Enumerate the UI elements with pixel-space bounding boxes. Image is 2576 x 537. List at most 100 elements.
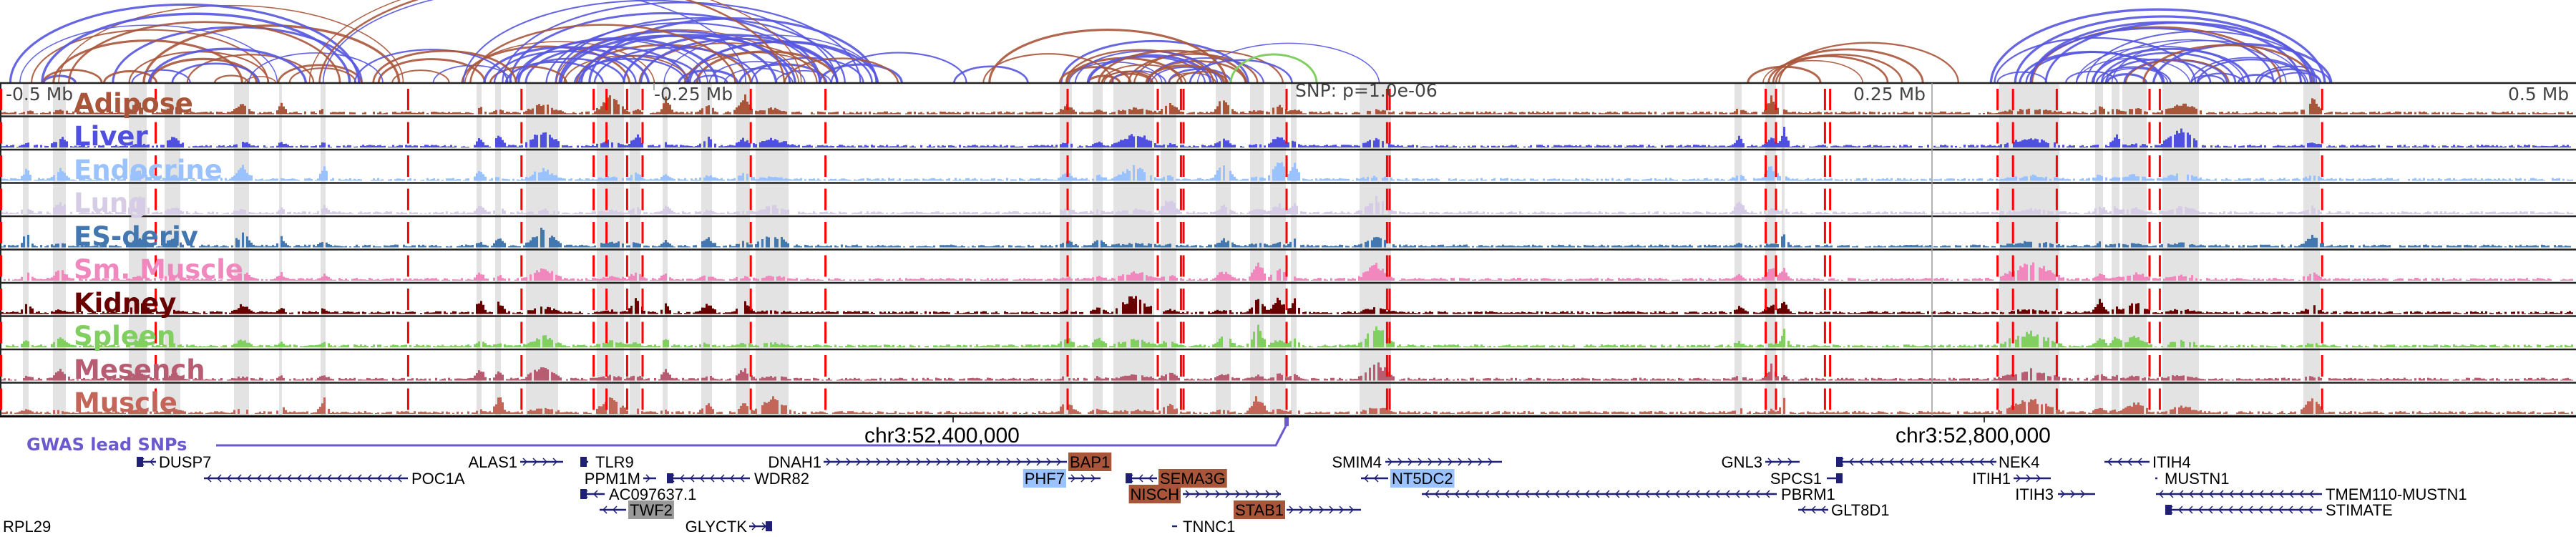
- exon-block: [580, 457, 587, 467]
- gene-label: TNNC1: [1183, 518, 1235, 536]
- gene-stimate: STIMATE: [2165, 501, 2393, 519]
- gene-itih4: ITIH4: [2104, 453, 2191, 471]
- track-label-adipose: Adipose: [74, 88, 193, 119]
- gene-highlight-box: [1068, 453, 1112, 471]
- exon-block: [766, 521, 772, 531]
- gene-tlr9: TLR9: [580, 453, 634, 471]
- track-label-lung: Lung: [74, 188, 147, 218]
- loop-arc: [2065, 70, 2118, 84]
- loop-arc: [555, 16, 846, 84]
- track-label-sm-muscle: Sm. Muscle: [74, 254, 243, 285]
- strand-reverse-icon: [206, 474, 402, 483]
- strand-forward-icon: [826, 458, 1062, 466]
- loop-arc: [580, 34, 796, 84]
- chromatin-loop-arcs: [9, 0, 2333, 84]
- gene-highlight-box: [1233, 500, 1285, 519]
- loop-arc: [112, 26, 363, 84]
- gene-highlight-box: [628, 500, 674, 519]
- loop-arc: [1989, 8, 2326, 84]
- gene-tnnc1: TNNC1: [1172, 518, 1235, 536]
- gene-highlight-box: [1023, 469, 1066, 488]
- loop-arc: [58, 4, 404, 84]
- loop-arc: [103, 70, 158, 84]
- axis-tick-label: -0.5 Mb: [6, 84, 73, 105]
- strand-forward-icon: [1185, 490, 1281, 498]
- gene-highlight-box: [1128, 485, 1181, 503]
- track-label-es-deriv: ES-deriv: [74, 221, 198, 252]
- loop-arc: [953, 65, 1029, 84]
- axis-tick-label: 0.5 Mb: [2508, 84, 2569, 105]
- loop-arc: [1128, 53, 1259, 84]
- loop-arc: [988, 29, 1228, 84]
- loop-arc: [377, 58, 487, 84]
- axis-tick-label: -0.25 Mb: [654, 84, 733, 105]
- signal-muscle: [1, 396, 2573, 414]
- strand-reverse-icon: [2107, 458, 2142, 466]
- loop-arc: [775, 69, 832, 84]
- strand-reverse-icon: [1363, 474, 1379, 483]
- gene-label: ITIH4: [2152, 453, 2191, 471]
- loop-arc: [2091, 47, 2251, 84]
- strand-forward-icon: [1289, 505, 1355, 514]
- track-label-mesench: Mesench: [74, 354, 205, 385]
- gene-label: TMEM110-MUSTN1: [2326, 485, 2467, 503]
- gene-label: STIMATE: [2326, 501, 2393, 519]
- loop-arc: [372, 49, 517, 84]
- gene-label: ITIH1: [1972, 470, 2011, 488]
- gwas-snp-connector: [216, 424, 1288, 447]
- loop-arc: [31, 29, 269, 84]
- gene-poc1a: POC1A: [204, 470, 465, 488]
- loop-arc: [469, 24, 736, 84]
- loop-arc: [1775, 54, 1903, 84]
- strand-forward-icon: [1070, 474, 1096, 483]
- exon-block: [580, 489, 587, 499]
- gene-nt5dc2: NT5DC2: [1361, 469, 1455, 488]
- relative-axis: -0.5 Mb -0.25 Mb 0.25 Mb 0.5 Mb SNP: p=1…: [6, 80, 2569, 105]
- gene-label: DUSP7: [159, 453, 211, 471]
- strand-reverse-icon: [2158, 490, 2314, 498]
- loop-arc: [640, 37, 839, 84]
- loop-arc: [213, 74, 249, 84]
- loop-arc: [2190, 74, 2225, 84]
- gene-glyctk: GLYCTK: [686, 518, 772, 536]
- loop-arc: [318, 0, 786, 84]
- gene-phf7: PHF7: [1023, 469, 1101, 488]
- track-label-kidney: Kidney: [74, 288, 176, 319]
- loop-arc: [1747, 65, 1822, 84]
- loop-arc: [2093, 39, 2287, 84]
- gene-ppm1m: PPM1M: [585, 470, 656, 488]
- gene-label: POC1A: [411, 470, 465, 488]
- chrom-position-label: chr3:52,400,000: [864, 424, 1020, 448]
- gene-label: RPL29: [3, 518, 51, 536]
- loop-arc: [67, 21, 341, 84]
- strand-forward-icon: [522, 458, 558, 466]
- gene-twf2: TWF2: [600, 500, 674, 519]
- gene-dnah1: DNAH1: [768, 453, 1067, 471]
- loop-arc: [248, 52, 384, 84]
- track-label-endocrine: Endocrine: [74, 155, 223, 185]
- signal-sm-muscle: [4, 262, 2573, 281]
- signal-endocrine: [1, 162, 2573, 181]
- loop-arc: [483, 46, 650, 84]
- loop-arc: [1086, 54, 1212, 84]
- gene-label: SMIM4: [1332, 453, 1382, 471]
- loop-arc: [2104, 58, 2212, 84]
- gene-label: SEMA3G: [1160, 470, 1226, 488]
- gene-label: NISCH: [1131, 485, 1179, 503]
- gene-label: PBRM1: [1781, 485, 1835, 503]
- strand-forward-icon: [645, 474, 651, 483]
- chrom-position-label: chr3:52,800,000: [1896, 424, 2051, 448]
- loop-arc: [391, 69, 450, 84]
- loop-arc: [830, 52, 967, 84]
- signal-kidney: [1, 296, 2573, 314]
- loop-arc: [1229, 53, 1318, 84]
- loop-arc: [461, 45, 631, 84]
- exon-block: [1126, 473, 1132, 483]
- strand-reverse-icon: [1424, 490, 1770, 498]
- gene-label: PHF7: [1025, 470, 1065, 488]
- loop-arc: [322, 0, 747, 84]
- strand-forward-icon: [2016, 474, 2041, 483]
- gene-gnl3: GNL3: [1722, 453, 1800, 471]
- exon-block: [1836, 473, 1843, 483]
